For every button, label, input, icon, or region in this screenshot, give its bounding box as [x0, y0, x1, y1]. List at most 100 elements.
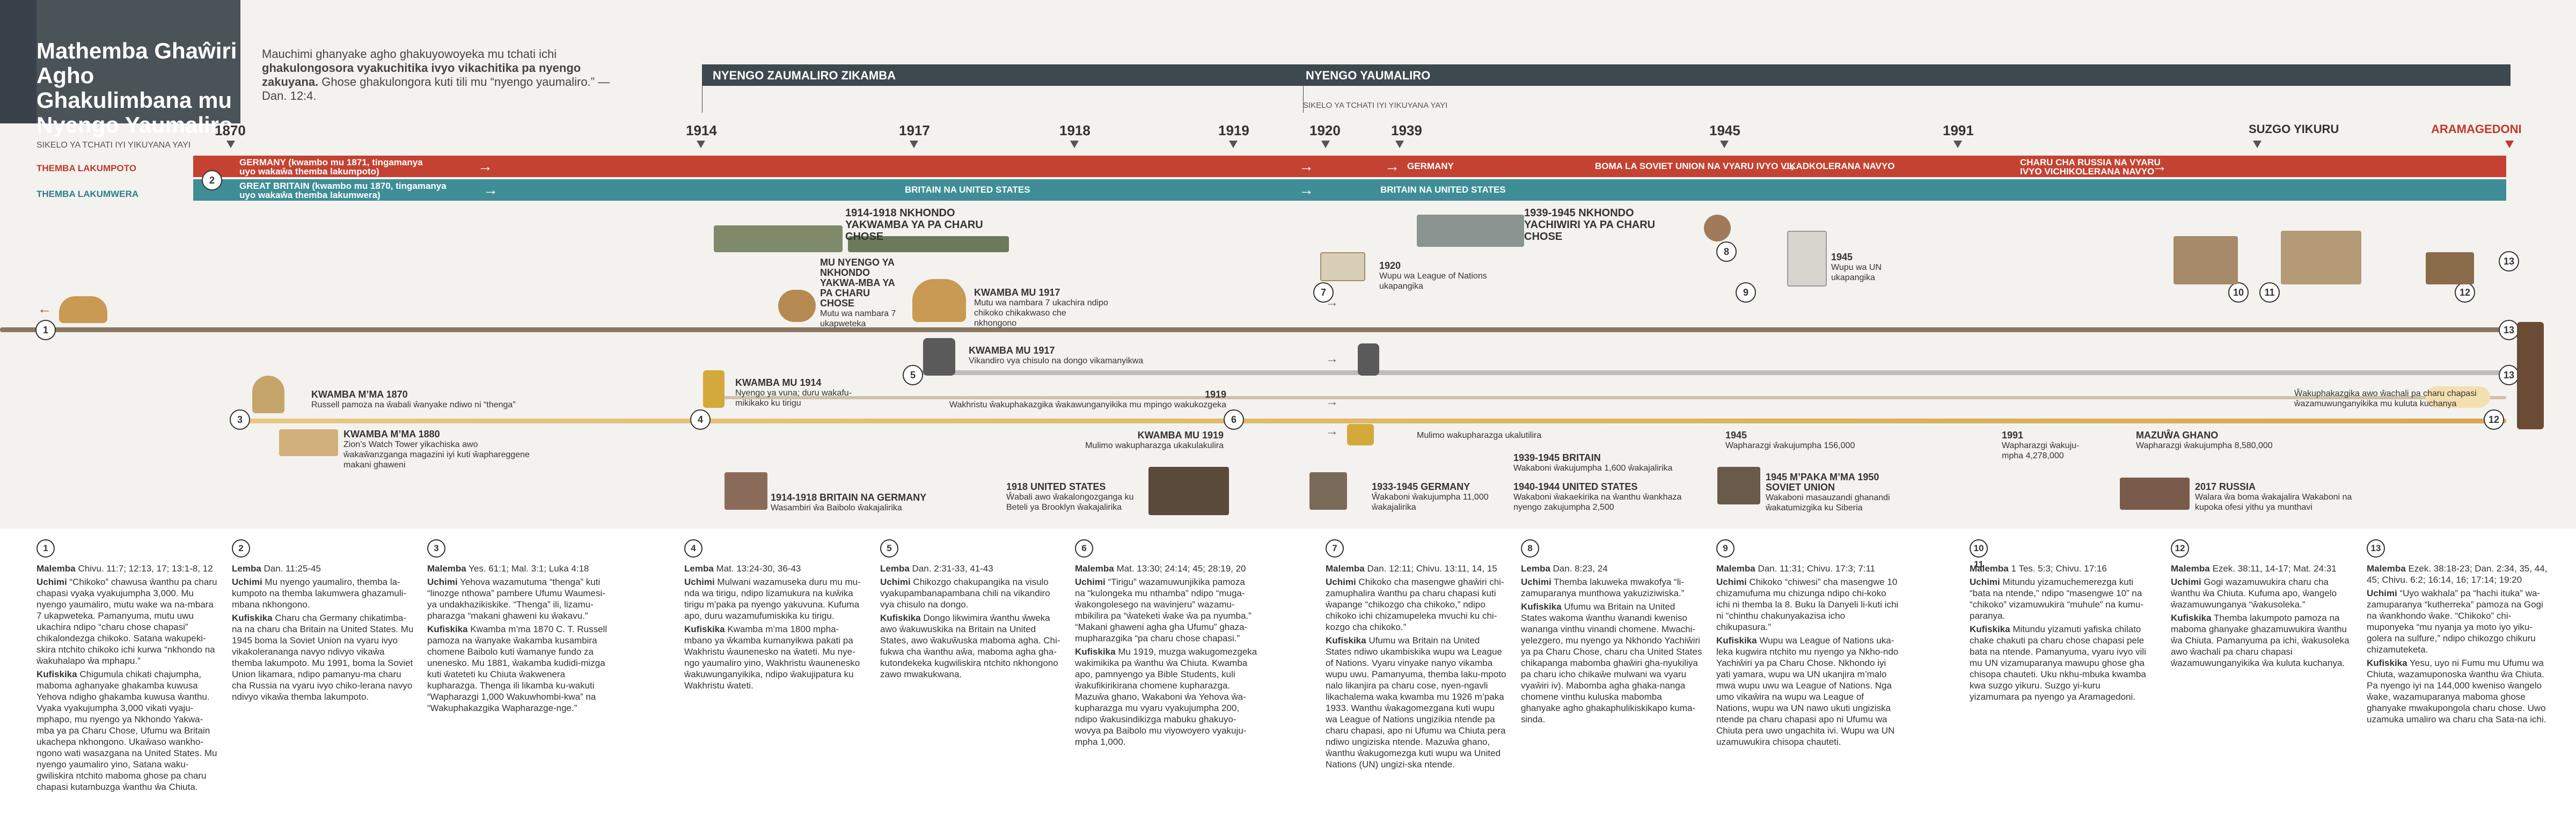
note-ref-k: Malemba [2171, 563, 2210, 574]
north-band-soviet: BOMA LA SOVIET UNION NA VYARU IVYO VIKAD… [1595, 161, 1895, 171]
badge-3: 3 [230, 409, 250, 430]
note-ref: Dan. 8:23, 24 [1553, 563, 1608, 574]
note-prophecy-line: Uchimi “Uyo wakhala” pa “hachi ituka” wa… [2367, 588, 2549, 655]
b1939-desc: Wakaboni ŵakujumpha 1,600 ŵakajalirika [1513, 464, 1673, 473]
year-1945: 1945 [1709, 122, 1740, 138]
note-number: 7 [1326, 539, 1344, 558]
note-fulfillment-line: Kufiskika Chigumula chikati chajumpha, m… [36, 669, 219, 793]
note-u-k: Uchimi [232, 577, 262, 587]
note-ref-line: Lemba Mat. 13:24-30, 36-43 [684, 563, 867, 574]
year-armageddon: ARAMAGEDONI [2431, 122, 2522, 136]
badge-11: 11 [2259, 282, 2280, 303]
note-ref-line: Malemba Chivu. 11:7; 12:13, 17; 13:1-8, … [36, 563, 219, 574]
light-heaven-illustration [2426, 386, 2490, 408]
note-fulfillment-line: Kufiskika Kwamba m’ma 1800 mpha-mbano ya… [684, 624, 867, 691]
us1940-title: 1940-1944 UNITED STATES [1513, 481, 1638, 492]
note-ref-k: Malemba [2367, 563, 2406, 574]
note-ref-k: Lemba [1521, 563, 1550, 574]
note-f: Chigumula chikati chajumpha, maboma agha… [36, 669, 217, 792]
arrow-track-4: → [1326, 424, 1338, 438]
badge-6: 6 [1224, 409, 1244, 430]
note-fulfillment-line: Kufiskika Mitundu yizamuti yafiska chila… [1970, 624, 2152, 702]
note-ref: Dan. 2:31-33, 41-43 [912, 563, 993, 574]
era-bar: NYENGO ZAUMALIRO ZIKAMBA NYENGO YAUMALIR… [702, 64, 2511, 86]
note-ref-k: Malemba [1326, 563, 1365, 574]
south-band-text-1: GREAT BRITAIN (kwambo mu 1870, tingamany… [239, 181, 447, 200]
north-arrow-2: → [1299, 158, 1314, 174]
ww2-planes-illustration [1417, 215, 1524, 247]
scale-note-left: SIKELO YA TCHATI IYI YIKUYANA YAYI [36, 141, 191, 150]
note-ref-line: Malemba Yes. 61:1; Mal. 3:1; Luka 4:18 [427, 563, 610, 574]
note-u-k: Uchimi [2367, 588, 2397, 598]
note-f: Ufumu wa Britain na United States wakoma… [1521, 602, 1702, 724]
note-f-k: Kufiskika [2171, 613, 2212, 623]
year-1870: 1870 [215, 122, 246, 138]
note-f-k: Kufiskika [684, 624, 725, 634]
note-ref-line: Lemba Dan. 11:25-45 [232, 563, 414, 574]
note-f: Charu cha Germany chikatimba-na na charu… [232, 613, 414, 702]
note-ref-k: Malemba [1075, 563, 1114, 574]
prisoners-illustration-1 [724, 472, 767, 510]
note-ref-line: Malemba Mat. 13:30; 24:14; 45; 28:19, 20 [1075, 563, 1257, 574]
k1914-title: KWAMBA MU 1914 [735, 377, 822, 388]
note-u: Chikozgo chakupangika na visulo vyakupam… [880, 577, 1050, 610]
note-u: Mulwani wazamuseka duru mu mu-nda wa tir… [684, 577, 861, 621]
year-marker-armageddon [2505, 141, 2514, 148]
note-ref-k: Lemba [232, 563, 261, 574]
note-prophecy-line: Uchimi Chikoko cha masengwe ghaŵiri chi-… [1326, 576, 1508, 633]
year-1920: 1920 [1309, 122, 1341, 138]
north-band-russia-line-2: IVYO VICHIKOLERANA NAVYO [2020, 166, 2155, 177]
note-u: “Uyo wakhala” pa “hachi ituka” wa-zamupa… [2367, 588, 2543, 655]
note-number: 2 [232, 539, 250, 558]
note-prophecy-line: Uchimi Mu nyengo yaumaliro, themba la-ku… [232, 576, 414, 610]
k1917-desc: Mutu wa nambara 7 ukachira ndipo chikoko… [974, 298, 1108, 328]
note-ref-k: Malemba [36, 563, 76, 574]
north-band-germany: GERMANY [1407, 161, 1454, 171]
south-arrow-2: → [1299, 181, 1314, 198]
year-1917: 1917 [899, 122, 930, 138]
note-fulfillment-line: Kufiskika Ufumu wa Britain na United Sta… [1521, 601, 1703, 725]
g1933-desc: Ŵakaboni ŵakujumpha 11,000 ŵakajalirika [1372, 493, 1489, 512]
mulimo-caption: Mulimo wakupharazga ukalutilira [1417, 431, 1542, 440]
mazuwa-desc: Wapharazgi ŵakujumpha 8,580,000 [2136, 441, 2273, 450]
g1933-title: 1933-1945 GERMANY [1372, 481, 1470, 492]
wheat-illustration [703, 370, 724, 408]
note-ref: 1 Tes. 5:3; Chivu. 17:16 [2011, 563, 2107, 574]
e1919-desc: Wakhristu ŵakuphakazgika ŵakawunganyikik… [949, 400, 1226, 409]
w1991-title: 1991 [2002, 430, 2024, 441]
north-arrow-4: → [1782, 158, 1797, 174]
note-f: Mitundu yizamuti yafiska chilato chake c… [1970, 624, 2146, 702]
era-last-days-begin: NYENGO ZAUMALIRO ZIKAMBA [713, 69, 896, 82]
ww1-soldiers-illustration [714, 225, 843, 252]
quote-part-c: Ghose ghakulongora kuti tili mu “nyengo … [262, 75, 610, 102]
badge-7: 7 [1313, 282, 1334, 303]
note-ref: Ezek. 38:18-23; Dan. 2:34, 35, 44, 45; C… [2367, 563, 2548, 585]
iron-clay-feet-2-illustration [1358, 343, 1379, 376]
note-ref-line: Malemba Ezek. 38:11, 14-17; Mat. 24:31 [2171, 563, 2353, 574]
note-f-k: Kufiskika [880, 613, 921, 623]
arrow-track-2: → [1326, 351, 1338, 366]
note-number: 5 [880, 539, 898, 558]
title-strip [0, 0, 36, 123]
explosion-illustration [1704, 215, 1731, 241]
era-last-days: NYENGO YAUMALIRO [1306, 69, 1431, 82]
watchtower-magazine-illustration [279, 429, 338, 456]
north-band-line-2: uyo wakaŵa themba lakumpoto) [239, 166, 379, 177]
badge-9: 9 [1736, 282, 1756, 303]
quote-part-a: Mauchimi ghanyake agho ghakuyowoyeka mu … [262, 47, 557, 61]
note-prophecy-line: Uchimi “Chikoko” chawusa ŵanthu pa charu… [36, 576, 219, 666]
note-f: Themba lakumpoto pamoza na maboma ghanya… [2171, 613, 2350, 668]
note-ref-line: Malemba Dan. 12:11; Chivu. 13:11, 14, 15 [1326, 563, 1508, 574]
note-fulfillment-line: Kufiskika Yesu, uyo ni Fumu mu Ufumu wa … [2367, 657, 2549, 725]
note-prophecy-line: Uchimi Gogi wazamuwukira charu cha ŵanth… [2171, 576, 2353, 610]
